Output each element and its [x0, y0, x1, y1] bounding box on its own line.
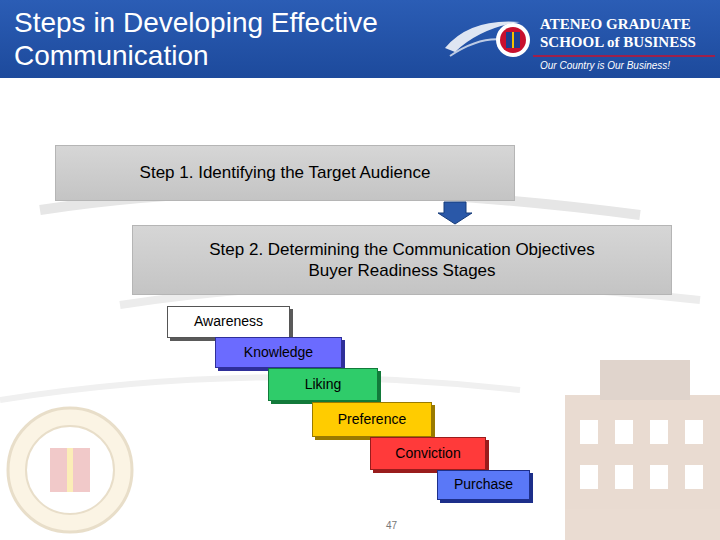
step-box: Step 2. Determining the Communication Ob… — [132, 225, 672, 295]
node-text: Awareness — [194, 313, 263, 331]
block-arrow — [438, 202, 472, 224]
stage-step: Knowledge — [215, 337, 342, 368]
page-number: 47 — [386, 520, 397, 531]
node-text: Knowledge — [244, 344, 313, 362]
stage-step: Awareness — [167, 306, 290, 338]
slide-title: Steps in Developing Effective Communicat… — [14, 6, 444, 72]
step-box: Step 1. Identifying the Target Audience — [55, 145, 515, 201]
logo-text: SCHOOL of BUSINESS — [540, 34, 696, 51]
node-text: Purchase — [454, 476, 513, 494]
node-text: Liking — [305, 376, 342, 394]
stage-step: Liking — [268, 368, 378, 401]
node-text: Preference — [338, 411, 406, 429]
node-subtext: Buyer Readiness Stages — [308, 260, 495, 281]
stage-step: Purchase — [437, 470, 530, 500]
tagline: Our Country is Our Business! — [540, 60, 670, 71]
node-text: Conviction — [395, 445, 460, 463]
node-text: Step 1. Identifying the Target Audience — [140, 162, 431, 183]
stage-step: Conviction — [370, 437, 486, 470]
stage-step: Preference — [312, 402, 432, 437]
logo-text: ATENEO GRADUATE — [540, 16, 691, 33]
node-text: Step 2. Determining the Communication Ob… — [209, 239, 595, 260]
